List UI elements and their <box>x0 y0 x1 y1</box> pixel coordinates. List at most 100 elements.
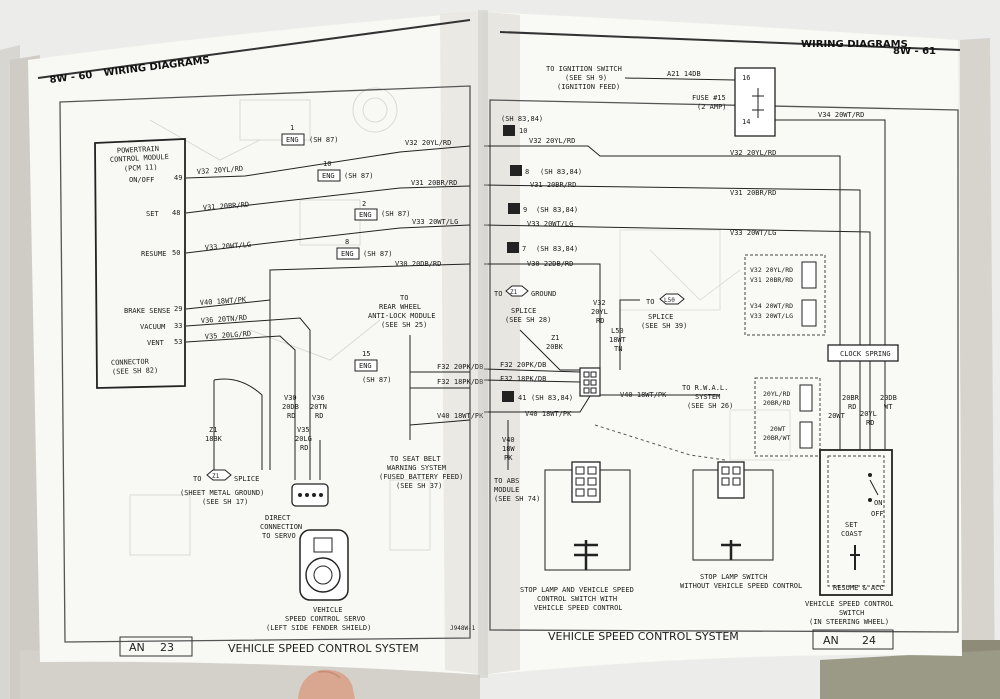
text-line: (IGNITION FEED) <box>557 83 620 91</box>
wire-label: V31 20BR/RD <box>530 181 576 189</box>
wire-label: V33 20WT/LG <box>730 229 776 237</box>
text-line: SWITCH <box>839 609 864 617</box>
pcm-pin-onoff: ON/OFF 49 V32 20YL/RD <box>129 145 471 184</box>
sh-ref-8: 8 (SH 83,84) <box>510 165 582 176</box>
wire-label: V32 20YL/RD <box>197 165 244 176</box>
wheel-connector-bottom: 20YL/RD 20BR/RD 20WT 20BR/WT <box>754 377 821 457</box>
speed-control-switch: ON OFF SET COAST RESUME & ACC <box>819 449 893 596</box>
clock-spring-label: CLOCK SPRING <box>840 350 891 358</box>
pcm-pin-brake-sense: BRAKE SENSE 29 V40 18WT/PK <box>124 296 271 315</box>
text-line: TO SEAT BELT <box>390 455 441 463</box>
eng-ref-number: 1 <box>290 124 294 132</box>
text-line: CONNECTION <box>260 523 302 531</box>
wire-label: V40 18WT/PK <box>437 412 484 420</box>
text-line: TO SERVO <box>262 532 296 540</box>
wire-label: RD <box>866 419 874 427</box>
wire-label: V35 <box>297 426 310 434</box>
sh-ref-number: 10 <box>519 127 527 135</box>
pcm-pin-number: 50 <box>172 249 180 257</box>
pcm-pin-label: ON/OFF <box>129 176 154 184</box>
footer-title: VEHICLE SPEED CONTROL SYSTEM <box>228 642 419 655</box>
ground-splice-ref: TO Z1 SPLICE (SHEET METAL GROUND) (SEE S… <box>180 469 264 506</box>
wire-label: V36 20TN/RD <box>201 314 248 325</box>
wire-label: 20YL <box>860 410 877 418</box>
text-line: WITHOUT VEHICLE SPEED CONTROL <box>680 582 802 590</box>
pcm-pin-number: 29 <box>174 305 182 313</box>
eng-ref-sheet: (SH 87) <box>309 136 339 144</box>
footer-page-num: 24 <box>862 634 876 647</box>
eng-ref-label: ENG <box>286 136 299 144</box>
wire-label: V32 <box>593 299 606 307</box>
switch-on-label: ON <box>874 499 882 507</box>
sh-ref-sheet: (SH 83,84) <box>540 168 582 176</box>
sh-ref-41: 41 (SH 83,84) <box>502 391 573 402</box>
wire-label: A21 14DB <box>667 70 701 78</box>
pcm-pin-vent: VENT 53 V35 20LG/RD <box>147 330 296 390</box>
wheel-connector-top: V32 20YL/RD V31 20BR/RD V34 20WT/RD V33 … <box>744 254 826 336</box>
sh-ref-7: 7 (SH 83,84) <box>507 242 578 253</box>
stop-lamp-switch-with-speed-control <box>544 461 631 571</box>
wire-label: V30 22DB/RD <box>527 260 573 268</box>
eng-ref-number: 2 <box>362 200 366 208</box>
wire-label: 20YL/RD <box>763 390 790 398</box>
wire-label: 20BK <box>546 343 564 351</box>
fuse-pin: 16 <box>742 74 750 82</box>
wire-label: RD <box>300 444 308 452</box>
right-footer: VEHICLE SPEED CONTROL SYSTEM AN 24 <box>548 629 894 650</box>
text-line: TO R.W.A.L. <box>682 384 728 392</box>
pcm-pin-number: 48 <box>172 209 180 217</box>
wire-label: 20TN <box>310 403 327 411</box>
wire-label: Z1 <box>209 426 217 434</box>
wire-label: V32 20YL/RD <box>730 149 776 157</box>
switch-off-label: OFF <box>871 510 884 518</box>
footer-code: J948W-1 <box>450 625 476 632</box>
text-line: (SEE SH 74) <box>494 495 540 503</box>
wire-label: V36 <box>312 394 325 402</box>
text-line: TO ABS <box>494 477 519 485</box>
wire-label: Z1 <box>551 334 559 342</box>
text-line: (SEE SH 28) <box>505 316 551 324</box>
text-line: VEHICLE SPEED CONTROL <box>805 600 894 608</box>
text-line: (SEE SH 37) <box>396 482 442 490</box>
pcm-title-1: POWERTRAIN <box>117 145 160 155</box>
sh-ref-sheet: (SH 83,84) <box>536 245 578 253</box>
wire-label: V40 <box>502 436 515 444</box>
wire-label: V35 20LG/RD <box>205 330 252 341</box>
book-spine <box>478 10 488 678</box>
wire-label: V40 18WT/PK <box>200 296 248 307</box>
eng-ref-sheet: (SH 87) <box>381 210 411 218</box>
text-line: (2 AMP) <box>697 103 727 111</box>
pcm-pin-resume: RESUME 50 V33 20WT/LG <box>141 224 471 258</box>
wire-label: 18WT <box>609 336 627 344</box>
text-line: SPEED CONTROL SERVO <box>285 615 365 623</box>
wire-label: RD <box>848 403 856 411</box>
wire-label: 18W <box>502 445 515 453</box>
wire-label: V31 20BR/RD <box>730 189 776 197</box>
wire-label: V30 20DB/RD <box>395 260 441 268</box>
wire-label: PK <box>504 454 513 462</box>
footer-page-num: 23 <box>160 641 174 654</box>
text-line: MODULE <box>494 486 519 494</box>
text-line: GROUND <box>531 290 556 298</box>
switch-coast-label: COAST <box>841 530 863 538</box>
eng-ref-10: 10 ENG (SH 87) <box>317 160 374 182</box>
text-line: STOP LAMP AND VEHICLE SPEED <box>520 586 634 594</box>
eng-ref-label: ENG <box>341 250 354 258</box>
left-page: 8W - 60 WIRING DIAGRAMS POWERTRAIN CONTR… <box>28 12 484 675</box>
pcm-pin-label: VACUUM <box>140 323 165 331</box>
fuse-15: 16 14 <box>734 67 776 137</box>
wire-label: F32 20PK/DB <box>500 361 546 369</box>
text-line: Z1 <box>510 289 518 296</box>
wire-label: 20WT <box>770 425 786 433</box>
eng-ref-8: 8 ENG (SH 87) <box>336 238 393 260</box>
pcm-pin-vacuum: VACUUM 33 V36 20TN/RD <box>140 314 311 390</box>
eng-ref-label: ENG <box>322 172 335 180</box>
left-footer: AN 23 VEHICLE SPEED CONTROL SYSTEM J948W… <box>119 625 476 657</box>
sh-ref-number: 8 <box>525 168 529 176</box>
rear-wheel-module-ref: TO REAR WHEEL ANTI-LOCK MODULE (SEE SH 2… <box>368 294 435 329</box>
wire-label: V33 20WT/LG <box>750 312 793 320</box>
wire-label: V31 20BR/RD <box>750 276 793 284</box>
text-line: TO <box>646 298 654 306</box>
right-page-number: 8W - 61 <box>893 46 936 57</box>
text-line: VEHICLE SPEED CONTROL <box>534 604 623 612</box>
